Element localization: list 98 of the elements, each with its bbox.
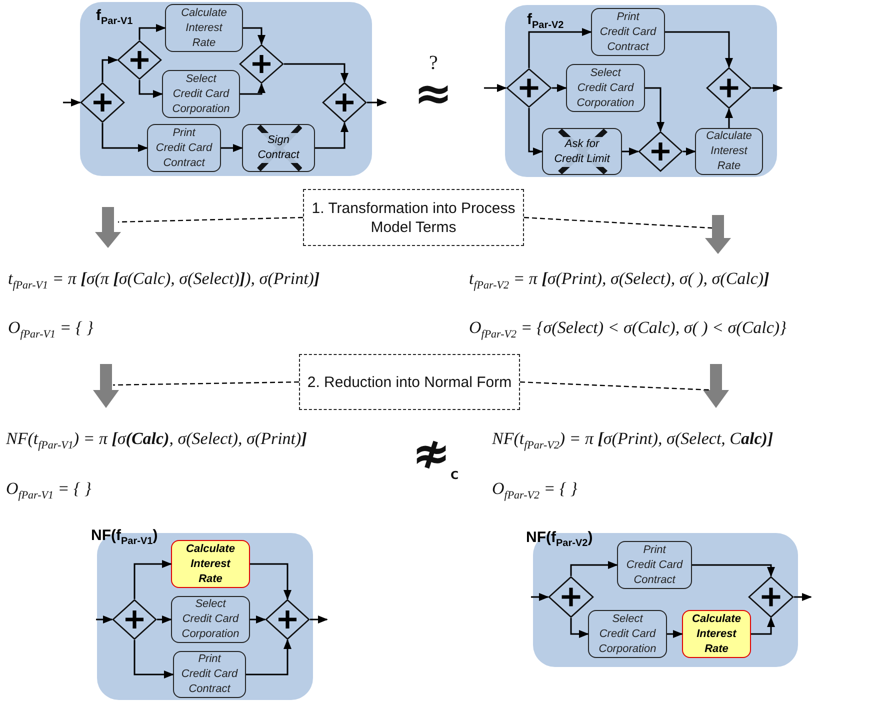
task-label: Select Credit Card Corporation [182,597,240,642]
arrow [134,560,172,599]
step-box [299,354,520,410]
arrow [102,56,118,82]
arrow [570,618,589,638]
arrow [310,616,328,624]
arrow [157,616,172,624]
arrow [645,87,664,132]
process-panel [80,2,372,176]
arrow [528,108,543,156]
parallel-gateway [265,599,310,640]
task-box [617,541,692,589]
arrow [367,98,387,106]
arrow [96,616,113,624]
parallel-gateway [80,82,125,123]
arrow [794,593,812,601]
arrow [552,84,567,92]
arrow [246,639,292,676]
dashed-connector [118,216,304,223]
task-box [171,596,250,643]
parallel-gateway [748,576,794,618]
arrow [102,123,148,152]
formula-text: t$_{fPar-V1}$ = π [σ(π [σ(Calc), σ(Select)]), σ(Print)] [8,268,320,294]
arrow [622,148,639,156]
task-box [695,128,763,175]
task-label: Select Credit Card Corporation [576,66,634,110]
task-box [588,610,667,658]
arrow [243,27,266,45]
removed-task-box [242,124,315,172]
step-label: 1. Transformation into Process Model Terms [310,198,516,236]
parallel-gateway [548,576,594,618]
arrow [138,80,163,98]
arrow [751,617,775,635]
dashed-connector [520,381,712,391]
arrow [221,144,243,152]
process-panel [505,5,777,177]
arrow [240,83,266,95]
task-box [162,70,240,118]
dashed-connector [524,216,712,229]
arrow [665,31,733,68]
arrow [315,122,348,149]
task-label: Print Credit Card Contract [156,126,212,170]
arrow [683,148,696,156]
formula-text: t$_{fPar-V2}$ = π [σ(Print), σ(Select), σ( ), σ(Calc)] [469,268,770,294]
arrow [752,84,783,92]
task-label: Sign Contract [256,133,302,163]
arrow [284,63,348,83]
panel-title: NF(f$_{Par-V2}$) [526,529,593,549]
formula-text: O$_{fPar-V2}$ = { } [492,478,578,504]
panel-title: NF(f$_{Par-V1}$) [91,527,158,547]
not-approx-symbol: ≉$_{C}$ [412,428,459,484]
step-box [303,189,524,246]
formula-text: NF(t$_{fPar-V1}$) = π [σ(Calc), σ(Select), σ(Print)] [6,428,307,454]
task-box [591,8,665,56]
arrow [134,640,174,678]
task-label: Select Credit Card Corporation [172,72,230,116]
arrow [528,28,592,68]
arrow [250,563,292,600]
task-label: Select Credit Card Corporation [598,612,656,656]
task-label: Print Credit Card Contract [626,542,683,588]
task-box [173,651,246,698]
arrow [531,593,549,601]
task-box [165,4,243,52]
task-label: Ask for Credit Limit [552,136,612,166]
highlighted-task-box [682,610,751,658]
parallel-gateway [117,40,162,80]
parallel-gateway [112,599,157,640]
task-label: Print Credit Card Contract [181,652,238,697]
panel-title: f$_{Par-V2}$ [527,11,564,31]
highlighted-task-box [171,540,250,588]
arrow [692,564,775,577]
arrow [725,108,733,128]
arrow [250,616,266,624]
task-label: Print Credit Card Contract [600,10,656,54]
formula-text: O$_{fPar-V2}$ = {σ(Select) < σ(Calc), σ( ) < σ(Calc)} [469,317,786,342]
task-label: Calculate Interest Rate [181,6,227,50]
arrow [570,561,618,576]
arrow [667,630,683,638]
parallel-gateway [322,82,367,123]
formula-text: NF(t$_{fPar-V2}$) = π [σ(Print), σ(Select, Calc)] [492,428,774,454]
arrow [484,84,507,92]
arrow [138,24,166,40]
panel-title: f$_{Par-V1}$ [96,7,133,27]
formula-text: O$_{fPar-V1}$ = { } [8,317,94,342]
parallel-gateway [506,68,552,108]
parallel-gateway [638,131,683,172]
formula-text: O$_{fPar-V1}$ = { } [6,478,92,504]
parallel-gateway [706,67,752,109]
task-label: Calculate Interest Rate [692,612,741,656]
step-label: 2. Reduction into Normal Form [307,372,512,392]
task-label: Calculate Interest Rate [186,542,235,586]
arrow [63,98,81,106]
dashed-connector [113,381,299,386]
parallel-gateway [239,44,284,84]
removed-task-box [542,128,622,175]
task-label: Calculate Interest Rate [706,129,752,174]
task-box [147,124,221,172]
task-box [566,64,645,112]
